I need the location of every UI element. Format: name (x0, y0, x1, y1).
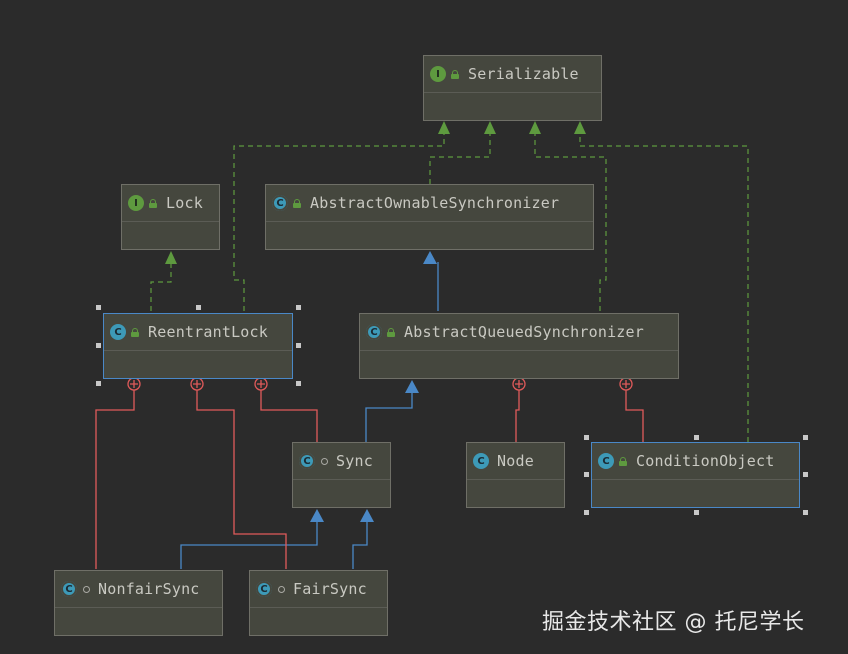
inner-plus-1 (130, 380, 138, 388)
node-label: Sync (336, 452, 373, 470)
abstract-class-icon: C (299, 453, 315, 469)
node-node[interactable]: C Node (466, 442, 565, 508)
resize-handle[interactable] (694, 435, 699, 440)
node-abstract-ownable-synchronizer[interactable]: C AbstractOwnableSynchronizer (265, 184, 594, 250)
public-lock-icon (450, 69, 460, 79)
arrow-sync-1 (310, 509, 324, 522)
node-label: ConditionObject (636, 452, 775, 470)
public-lock-icon (386, 327, 396, 337)
node-fairsync[interactable]: C FairSync (249, 570, 388, 636)
resize-handle[interactable] (296, 343, 301, 348)
edge-fairsync-sync (352, 520, 368, 569)
resize-handle[interactable] (196, 305, 201, 310)
node-label: Serializable (468, 65, 579, 83)
node-serializable[interactable]: I Serializable (423, 55, 602, 121)
inner-plus-4 (515, 380, 523, 388)
interface-icon: I (430, 66, 446, 82)
resize-handle[interactable] (96, 305, 101, 310)
edge-nonfairsync-reentrantlock (95, 390, 135, 569)
inner-plus-2 (193, 380, 201, 388)
inner-plus-3 (257, 380, 265, 388)
edge-reentrantlock-lock (150, 262, 172, 311)
arrow-aqs (405, 380, 419, 393)
edge-nonfairsync-sync (180, 520, 318, 569)
watermark: 掘金技术社区 @ 托尼学长 (542, 610, 805, 635)
node-label: ReentrantLock (148, 323, 268, 341)
resize-handle[interactable] (96, 381, 101, 386)
resize-handle[interactable] (584, 510, 589, 515)
node-nonfairsync[interactable]: C NonfairSync (54, 570, 223, 636)
edge-conditionobject-serializable (579, 130, 749, 442)
interface-icon: I (128, 195, 144, 211)
resize-handle[interactable] (96, 343, 101, 348)
arrow-aos (423, 251, 437, 264)
edge-aqs-serializable (534, 130, 607, 311)
arrow-serializable-2 (484, 121, 496, 134)
edge-fairsync-reentrantlock (196, 390, 287, 569)
class-icon: C (473, 453, 489, 469)
arrow-lock (165, 251, 177, 264)
node-label: AbstractOwnableSynchronizer (310, 194, 560, 212)
resize-handle[interactable] (296, 305, 301, 310)
node-reentrantlock[interactable]: C ReentrantLock (103, 313, 293, 379)
node-label: AbstractQueuedSynchronizer (404, 323, 644, 341)
edge-reentrantlock-serializable (233, 130, 445, 311)
node-label: FairSync (293, 580, 367, 598)
node-label: Node (497, 452, 534, 470)
resize-handle[interactable] (803, 510, 808, 515)
edge-aos-serializable (429, 130, 491, 184)
resize-handle[interactable] (296, 381, 301, 386)
class-icon: C (256, 581, 272, 597)
arrow-serializable-4 (574, 121, 586, 134)
resize-handle[interactable] (694, 510, 699, 515)
edge-sync-aqs (365, 392, 413, 442)
edge-node-aqs (515, 390, 520, 442)
arrow-sync-2 (360, 509, 374, 522)
class-icon: C (598, 453, 614, 469)
resize-handle[interactable] (584, 472, 589, 477)
node-label: Lock (166, 194, 203, 212)
class-icon: C (61, 581, 77, 597)
public-lock-icon (618, 456, 628, 466)
edge-sync-reentrantlock (260, 390, 318, 442)
inner-plus-5 (622, 380, 630, 388)
public-lock-icon (148, 198, 158, 208)
package-private-icon (83, 585, 90, 593)
arrow-serializable-1 (438, 121, 450, 134)
public-lock-icon (292, 198, 302, 208)
node-label: NonfairSync (98, 580, 200, 598)
edge-conditionobject-aqs (625, 390, 644, 442)
resize-handle[interactable] (803, 435, 808, 440)
package-private-icon (321, 457, 328, 465)
package-private-icon (278, 585, 285, 593)
node-abstract-queued-synchronizer[interactable]: C AbstractQueuedSynchronizer (359, 313, 679, 379)
node-conditionobject[interactable]: C ConditionObject (591, 442, 800, 508)
public-lock-icon (130, 327, 140, 337)
resize-handle[interactable] (584, 435, 589, 440)
abstract-class-icon: C (272, 195, 288, 211)
class-icon: C (110, 324, 126, 340)
resize-handle[interactable] (803, 472, 808, 477)
node-sync[interactable]: C Sync (292, 442, 391, 508)
arrow-serializable-3 (529, 121, 541, 134)
abstract-class-icon: C (366, 324, 382, 340)
node-lock[interactable]: I Lock (121, 184, 220, 250)
